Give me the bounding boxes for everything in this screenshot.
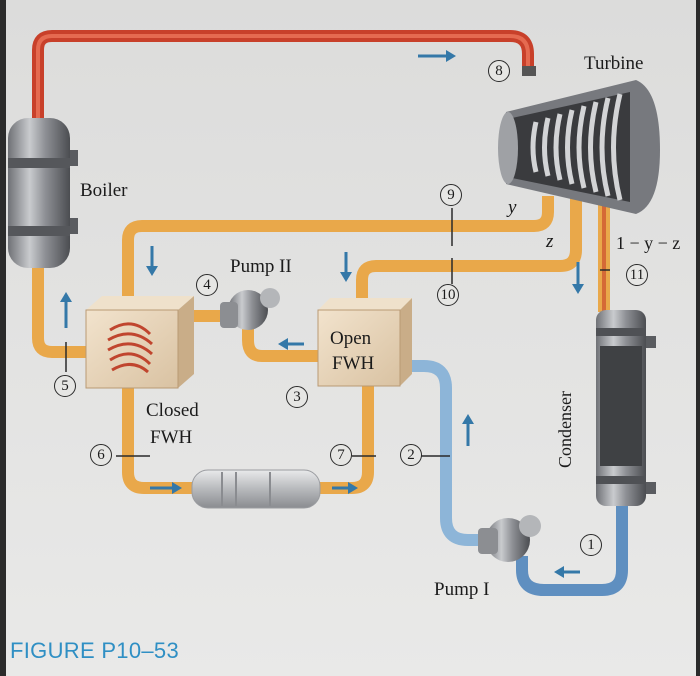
boiler-label: Boiler: [80, 180, 128, 201]
turbine: [498, 66, 660, 214]
state-11: 11: [626, 264, 648, 286]
pump-1-label: Pump I: [434, 579, 490, 600]
extraction-pipe-z: [356, 196, 582, 300]
feedwater-pipe-5: [32, 240, 86, 358]
boiler: [8, 118, 78, 268]
cold-pipe-1-2: [516, 500, 628, 596]
pump-1: [478, 515, 541, 562]
state-4: 4: [196, 274, 218, 296]
state-10: 10: [437, 284, 459, 306]
state-7: 7: [330, 444, 352, 466]
flow-arrows: [60, 50, 584, 578]
open-fwh-label-1: Open: [330, 328, 372, 349]
fraction-y-label: y: [508, 197, 517, 218]
state-3: 3: [286, 386, 308, 408]
state-leaders: [65, 208, 610, 457]
state-5: 5: [54, 375, 76, 397]
fraction-z-label: z: [546, 231, 554, 252]
open-fwh-label-2: FWH: [332, 353, 375, 374]
state-9: 9: [440, 184, 462, 206]
pump-2: [220, 288, 280, 330]
state-1: 1: [580, 534, 602, 556]
condenser-label: Condenser: [555, 391, 575, 468]
closed-fwh: [85, 296, 194, 389]
state-8: 8: [488, 60, 510, 82]
state-6: 6: [90, 444, 112, 466]
pump-2-label: Pump II: [230, 256, 292, 277]
condenser: [596, 310, 656, 506]
trap-tank: [191, 469, 321, 509]
closed-fwh-label-2: FWH: [150, 427, 193, 448]
turbine-label: Turbine: [584, 53, 644, 74]
open-fwh: [317, 298, 412, 387]
extraction-pipe-y: [122, 196, 554, 298]
figure-caption: FIGURE P10–53: [10, 638, 179, 663]
pipe-3: [242, 326, 318, 362]
cold-pipe-2: [404, 360, 480, 546]
closed-fwh-label-1: Closed: [146, 400, 199, 421]
fraction-remainder-label: 1 − y − z: [616, 233, 681, 253]
state-2: 2: [400, 444, 422, 466]
